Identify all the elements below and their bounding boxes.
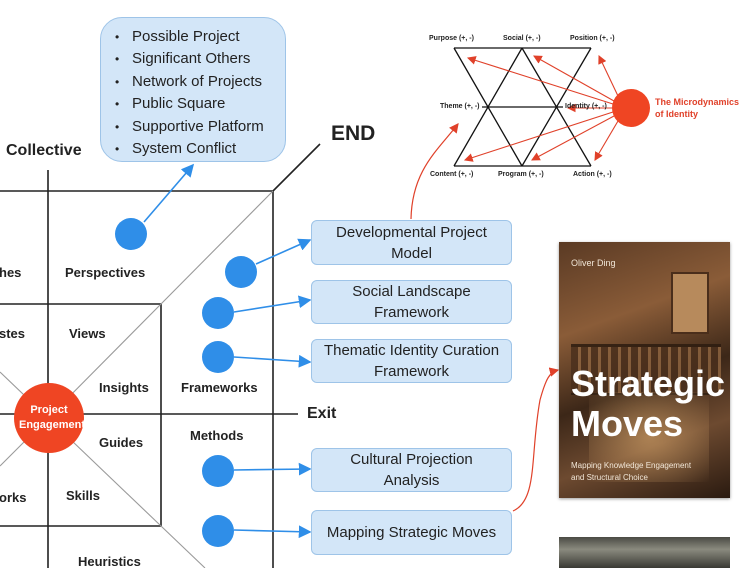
grid-label-works: orks xyxy=(0,490,27,505)
book-subtitle-line: Mapping Knowledge Engagement xyxy=(571,461,692,470)
micro-label-position: Position (+, -) xyxy=(570,35,615,42)
micro-hex-grid xyxy=(453,47,592,167)
micro-label-identity: Identity (+, -) xyxy=(565,103,607,110)
project-engagement-core: Project Engagement xyxy=(14,383,86,453)
node-dot xyxy=(202,341,234,373)
book-subtitle: Mapping Knowledge Engagement and Structu… xyxy=(571,460,721,484)
box-cultural-projection-analysis: Cultural Projection Analysis xyxy=(311,448,512,492)
node-dot xyxy=(202,515,234,547)
cover-window-image xyxy=(671,272,709,334)
possibility-bubble: Possible Project Significant Others Netw… xyxy=(100,17,286,162)
bubble-item: Significant Others xyxy=(115,48,285,70)
axis-label-end: END xyxy=(331,122,376,145)
bubble-list: Possible Project Significant Others Netw… xyxy=(115,26,285,160)
grid-label-heuristics: Heuristics xyxy=(78,554,141,569)
grid-label-guides: Guides xyxy=(99,435,144,450)
book-author: Oliver Ding xyxy=(571,258,616,268)
red-curves xyxy=(410,123,560,512)
bubble-item: Possible Project xyxy=(115,26,285,48)
grid-label-frameworks: Frameworks xyxy=(181,380,258,395)
microdynamics-dot xyxy=(612,89,650,127)
node-dot xyxy=(225,256,257,288)
axis-label-exit: Exit xyxy=(307,405,337,422)
micro-label-content: Content (+, -) xyxy=(430,171,474,178)
grid-label-insights: Insights xyxy=(99,380,149,395)
box-social-landscape-framework: Social Landscape Framework xyxy=(311,280,512,324)
grid-structure xyxy=(0,143,321,568)
microdynamics-title: The Microdynamics of Identity xyxy=(655,97,740,119)
grid-label-skills: Skills xyxy=(66,488,100,503)
micro-label-purpose: Purpose (+, -) xyxy=(429,35,474,42)
bubble-item: Supportive Platform xyxy=(115,116,285,138)
book-cover-strategic-moves: Oliver Ding Strategic Moves Mapping Know… xyxy=(559,242,730,498)
grid-label-approaches: hes xyxy=(0,265,22,280)
box-label: Thematic Identity Curation Framework xyxy=(323,342,500,380)
book-title-line: Moves xyxy=(571,403,684,444)
box-developmental-project-model: Developmental Project Model xyxy=(311,220,512,265)
box-label: Social Landscape Framework xyxy=(352,283,471,321)
core-label: Project Engagement xyxy=(19,404,86,431)
book-subtitle-line: and Structural Choice xyxy=(571,473,648,482)
micro-red-arrows xyxy=(463,55,619,162)
box-label: Cultural Projection Analysis xyxy=(350,451,473,489)
grid-label-perspectives: Perspectives xyxy=(65,265,146,280)
cover-balcony-image xyxy=(571,344,721,395)
node-dot xyxy=(202,297,234,329)
axis-label-collective: Collective xyxy=(6,142,82,159)
box-label: Mapping Strategic Moves xyxy=(326,524,497,541)
box-label: Developmental Project Model xyxy=(336,223,487,262)
book-title-line: Strategic xyxy=(571,363,726,404)
micro-label-action: Action (+, -) xyxy=(573,171,612,178)
bubble-item: Network of Projects xyxy=(115,71,285,93)
grid-label-methods: Methods xyxy=(190,428,244,443)
book-title: Strategic Moves xyxy=(571,364,725,444)
node-dot xyxy=(202,455,234,487)
grid-label-views: Views xyxy=(69,326,106,341)
box-mapping-strategic-moves: Mapping Strategic Moves xyxy=(311,510,512,555)
blue-arrows xyxy=(143,163,312,539)
micro-label-social: Social (+, -) xyxy=(503,35,541,42)
bubble-item: System Conflict xyxy=(115,138,285,160)
bubble-item: Public Square xyxy=(115,93,285,115)
micro-label-theme: Theme (+, -) xyxy=(440,103,480,110)
cover-light-image xyxy=(589,392,709,482)
micro-label-program: Program (+, -) xyxy=(498,171,544,178)
box-thematic-identity-curation: Thematic Identity Curation Framework xyxy=(311,339,512,383)
node-dot xyxy=(115,218,147,250)
second-book-cover xyxy=(559,537,730,568)
grid-label-tastes: stes xyxy=(0,326,26,341)
